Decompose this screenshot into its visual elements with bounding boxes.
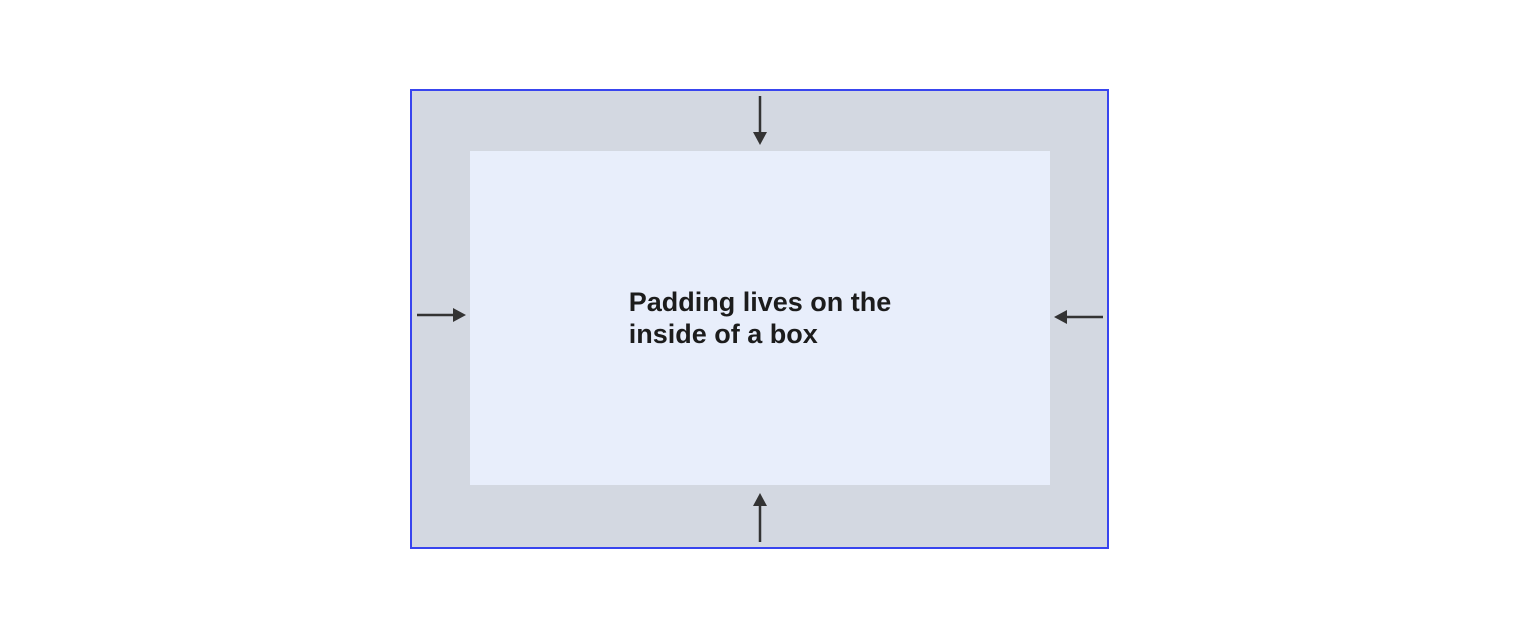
content-box: Padding lives on the inside of a box xyxy=(470,151,1050,485)
diagram-label: Padding lives on the inside of a box xyxy=(628,287,892,349)
arrow-up-icon xyxy=(753,493,767,542)
arrow-right-icon xyxy=(417,308,466,322)
arrow-down-icon xyxy=(753,96,767,145)
arrow-left-icon xyxy=(1054,310,1103,324)
padding-box: Padding lives on the inside of a box xyxy=(410,89,1109,549)
